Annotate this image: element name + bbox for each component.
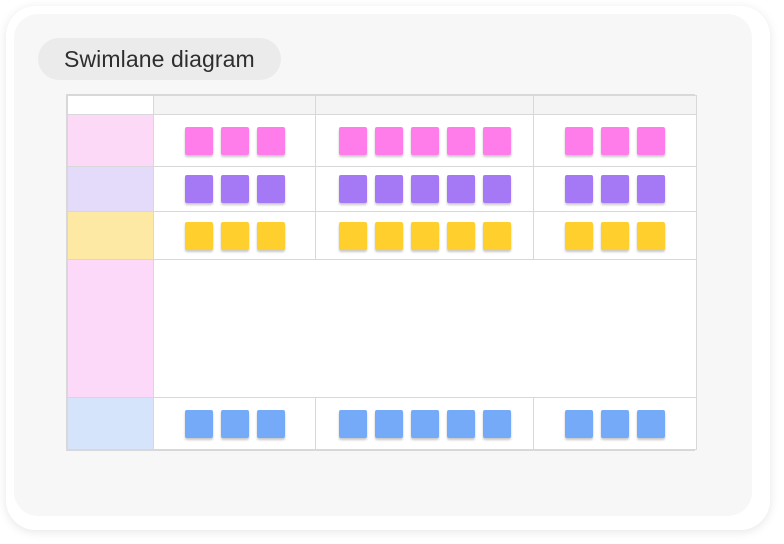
node-square[interactable] bbox=[601, 409, 629, 438]
node-group bbox=[534, 126, 696, 155]
node-group bbox=[316, 175, 533, 203]
node-square[interactable] bbox=[637, 126, 665, 155]
swimlane-table bbox=[66, 94, 697, 451]
cell-two bbox=[315, 114, 534, 167]
header-cell-lane bbox=[67, 95, 154, 115]
node-square[interactable] bbox=[256, 175, 285, 203]
header-cell-one bbox=[153, 95, 316, 115]
swimlane-body bbox=[67, 114, 697, 450]
node-square[interactable] bbox=[338, 175, 367, 203]
node-square[interactable] bbox=[482, 409, 511, 438]
node-square[interactable] bbox=[565, 175, 593, 203]
node-square[interactable] bbox=[410, 221, 439, 250]
node-square[interactable] bbox=[446, 126, 475, 155]
node-square[interactable] bbox=[256, 409, 285, 438]
node-square[interactable] bbox=[482, 126, 511, 155]
node-square[interactable] bbox=[565, 126, 593, 155]
cell-one bbox=[153, 166, 316, 212]
node-square[interactable] bbox=[601, 175, 629, 203]
node-square[interactable] bbox=[374, 409, 403, 438]
node-square[interactable] bbox=[338, 409, 367, 438]
cell-two bbox=[315, 166, 534, 212]
node-square[interactable] bbox=[601, 221, 629, 250]
table-row bbox=[67, 211, 697, 260]
node-square[interactable] bbox=[637, 175, 665, 203]
node-square[interactable] bbox=[446, 221, 475, 250]
lane-header-lane-yellow[interactable] bbox=[67, 211, 154, 260]
cell-three bbox=[533, 397, 697, 450]
table-row bbox=[67, 166, 697, 212]
lane-header-lane-blue[interactable] bbox=[67, 397, 154, 450]
cell-one bbox=[153, 211, 316, 260]
node-group bbox=[316, 221, 533, 250]
node-square[interactable] bbox=[637, 409, 665, 438]
node-square[interactable] bbox=[338, 126, 367, 155]
node-square[interactable] bbox=[256, 126, 285, 155]
page-title: Swimlane diagram bbox=[64, 45, 255, 72]
node-square[interactable] bbox=[184, 126, 213, 155]
node-group bbox=[154, 175, 315, 203]
node-square[interactable] bbox=[374, 175, 403, 203]
node-group bbox=[534, 221, 696, 250]
node-square[interactable] bbox=[410, 409, 439, 438]
node-square[interactable] bbox=[184, 221, 213, 250]
cell-two bbox=[315, 211, 534, 260]
table-row bbox=[67, 397, 697, 450]
node-square[interactable] bbox=[374, 221, 403, 250]
swimlane-grid bbox=[67, 95, 697, 450]
cell-three bbox=[533, 166, 697, 212]
node-group bbox=[316, 126, 533, 155]
cell-two bbox=[315, 397, 534, 450]
node-square[interactable] bbox=[256, 221, 285, 250]
node-group bbox=[154, 126, 315, 155]
node-square[interactable] bbox=[220, 175, 249, 203]
header-cell-three bbox=[533, 95, 697, 115]
node-square[interactable] bbox=[338, 221, 367, 250]
table-row bbox=[67, 114, 697, 167]
flow-lane-cell bbox=[153, 259, 697, 398]
page-title-pill: Swimlane diagram bbox=[38, 38, 281, 80]
node-square[interactable] bbox=[184, 175, 213, 203]
node-square[interactable] bbox=[184, 409, 213, 438]
cell-three bbox=[533, 211, 697, 260]
node-square[interactable] bbox=[410, 175, 439, 203]
node-square[interactable] bbox=[482, 221, 511, 250]
node-square[interactable] bbox=[637, 221, 665, 250]
node-square[interactable] bbox=[601, 126, 629, 155]
header-cell-two bbox=[315, 95, 534, 115]
node-group bbox=[316, 409, 533, 438]
lane-header-lane-pink[interactable] bbox=[67, 114, 154, 167]
table-header-row bbox=[67, 95, 697, 115]
lane-header-lane-lavender[interactable] bbox=[67, 166, 154, 212]
node-square[interactable] bbox=[446, 175, 475, 203]
cell-three bbox=[533, 114, 697, 167]
node-square[interactable] bbox=[446, 409, 475, 438]
node-square[interactable] bbox=[220, 126, 249, 155]
node-square[interactable] bbox=[220, 409, 249, 438]
table-row bbox=[67, 259, 697, 398]
diagram-card: Swimlane diagram bbox=[14, 14, 752, 516]
node-group bbox=[534, 409, 696, 438]
node-square[interactable] bbox=[482, 175, 511, 203]
node-group bbox=[534, 175, 696, 203]
lane-header-lane-flow[interactable] bbox=[67, 259, 154, 398]
cell-one bbox=[153, 114, 316, 167]
node-square[interactable] bbox=[565, 221, 593, 250]
node-square[interactable] bbox=[565, 409, 593, 438]
node-square[interactable] bbox=[374, 126, 403, 155]
cell-one bbox=[153, 397, 316, 450]
node-square[interactable] bbox=[220, 221, 249, 250]
outer-frame bbox=[6, 6, 770, 530]
node-group bbox=[154, 221, 315, 250]
node-square[interactable] bbox=[410, 126, 439, 155]
node-group bbox=[154, 409, 315, 438]
